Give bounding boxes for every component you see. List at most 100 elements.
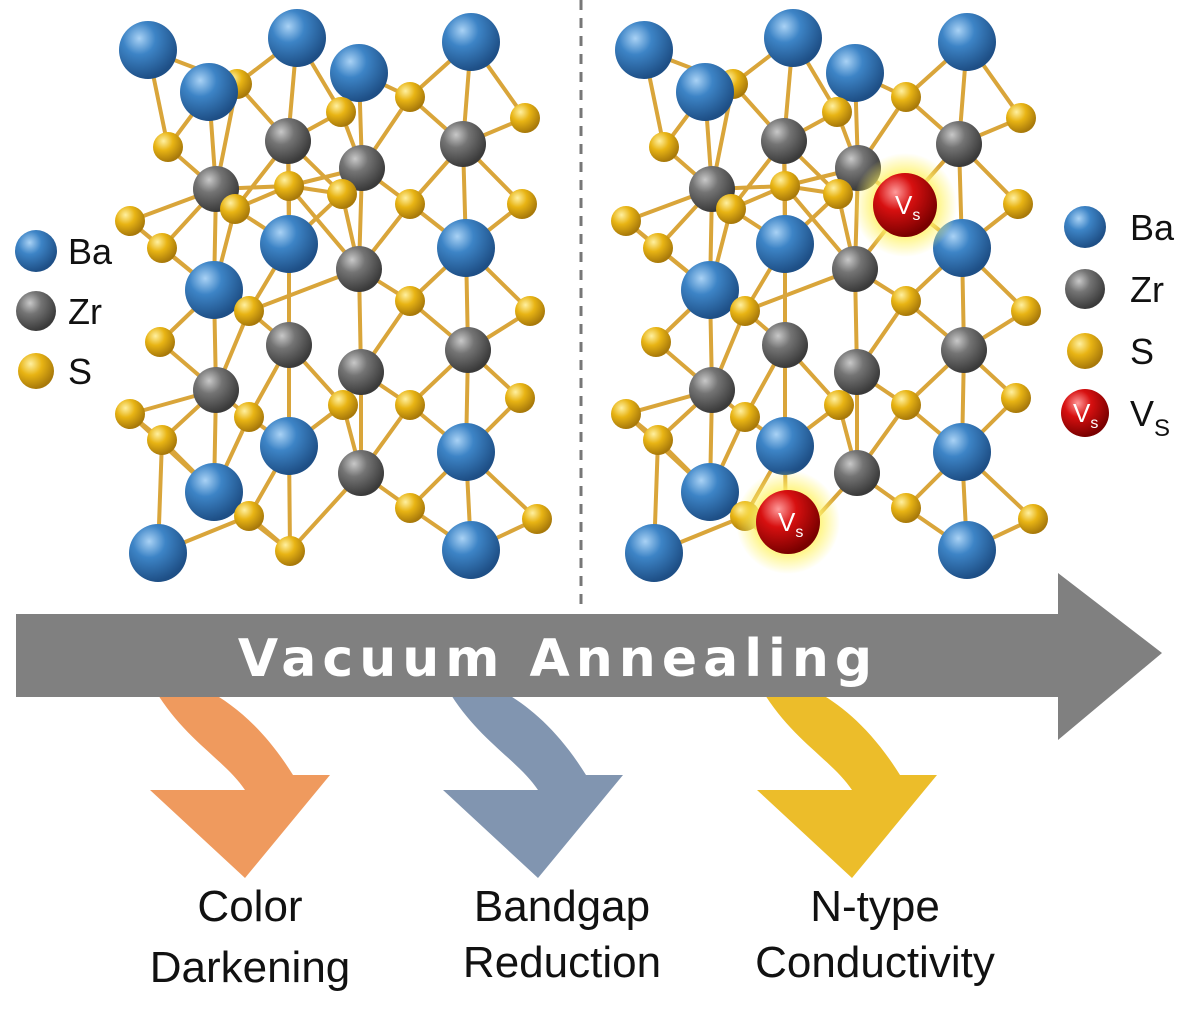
legend-ba-label: Ba <box>1130 207 1175 248</box>
zr-atom <box>339 145 385 191</box>
s-atom <box>770 171 800 201</box>
s-atom <box>147 233 177 263</box>
zr-atom <box>834 349 880 395</box>
ba-atom <box>185 463 243 521</box>
zr-atom <box>338 349 384 395</box>
s-atom <box>643 425 673 455</box>
ba-atom <box>129 524 187 582</box>
zr-atom <box>193 367 239 413</box>
ba-atom <box>933 423 991 481</box>
s-atom <box>823 179 853 209</box>
s-atom <box>641 327 671 357</box>
s-atom <box>611 206 641 236</box>
s-atom <box>1011 296 1041 326</box>
effect-1-line1: Color <box>197 882 302 931</box>
ba-atom <box>268 9 326 67</box>
ba-atom <box>676 63 734 121</box>
s-atom <box>515 296 545 326</box>
legend-ba-label: Ba <box>68 231 113 272</box>
zr-atom <box>762 322 808 368</box>
s-atom <box>1006 103 1036 133</box>
s-atom <box>1001 383 1031 413</box>
s-atom <box>822 97 852 127</box>
legend-vs-swatch <box>1061 389 1109 437</box>
s-atom <box>730 296 760 326</box>
legend-ba-swatch <box>1064 206 1106 248</box>
s-atom <box>716 194 746 224</box>
s-atom <box>730 402 760 432</box>
zr-atom <box>266 322 312 368</box>
zr-atom <box>761 118 807 164</box>
ba-atom <box>185 261 243 319</box>
zr-atom <box>689 367 735 413</box>
legend-ba-swatch <box>15 230 57 272</box>
ba-atom <box>938 13 996 71</box>
ba-atom <box>681 463 739 521</box>
atoms <box>115 9 552 582</box>
s-atom <box>507 189 537 219</box>
legend-s-swatch <box>1067 333 1103 369</box>
s-atom <box>115 206 145 236</box>
s-atom <box>395 390 425 420</box>
vacancy-sphere <box>873 173 937 237</box>
ba-atom <box>764 9 822 67</box>
ba-atom <box>180 63 238 121</box>
effect-2-line1: Bandgap <box>474 882 650 931</box>
ba-atom <box>119 21 177 79</box>
s-atom <box>395 82 425 112</box>
s-atom <box>328 390 358 420</box>
s-atom <box>891 286 921 316</box>
s-atom <box>510 103 540 133</box>
banner-text: Vacuum Annealing <box>238 629 878 689</box>
effect-arrow-2 <box>443 690 623 878</box>
effect-arrow-1 <box>150 690 330 878</box>
s-atom <box>145 327 175 357</box>
ba-atom <box>756 417 814 475</box>
s-atom <box>395 493 425 523</box>
legend-zr-label: Zr <box>68 291 102 332</box>
s-atom <box>643 233 673 263</box>
s-atom <box>234 402 264 432</box>
zr-atom <box>265 118 311 164</box>
effect-arrow-3 <box>757 690 937 878</box>
legend-s-label: S <box>1130 331 1154 372</box>
s-atom <box>824 390 854 420</box>
s-atom <box>891 82 921 112</box>
effect-1-line2: Darkening <box>150 943 351 992</box>
zr-atom <box>936 121 982 167</box>
s-atom <box>220 194 250 224</box>
effect-3-line2: Conductivity <box>755 938 995 987</box>
sulfur-vacancy: Vs <box>853 153 957 257</box>
vacancy-sphere <box>756 490 820 554</box>
s-atom <box>147 425 177 455</box>
ba-atom <box>442 13 500 71</box>
s-atom <box>234 296 264 326</box>
ba-atom <box>437 219 495 277</box>
ba-atom <box>260 417 318 475</box>
vacuum-annealing-arrow <box>16 573 1162 740</box>
s-atom <box>1018 504 1048 534</box>
s-atom <box>505 383 535 413</box>
s-atom <box>891 390 921 420</box>
ba-atom <box>681 261 739 319</box>
legend-vs-label: VS <box>1130 393 1170 442</box>
effect-2-line2: Reduction <box>463 938 661 987</box>
legend-s-label: S <box>68 351 92 392</box>
zr-atom <box>832 246 878 292</box>
s-atom <box>891 493 921 523</box>
s-atom <box>327 179 357 209</box>
ba-atom <box>442 521 500 579</box>
s-atom <box>522 504 552 534</box>
ba-atom <box>625 524 683 582</box>
s-atom <box>115 399 145 429</box>
s-atom <box>234 501 264 531</box>
s-atom <box>326 97 356 127</box>
zr-atom <box>834 450 880 496</box>
effect-3-line1: N-type <box>810 882 940 931</box>
ba-atom <box>615 21 673 79</box>
